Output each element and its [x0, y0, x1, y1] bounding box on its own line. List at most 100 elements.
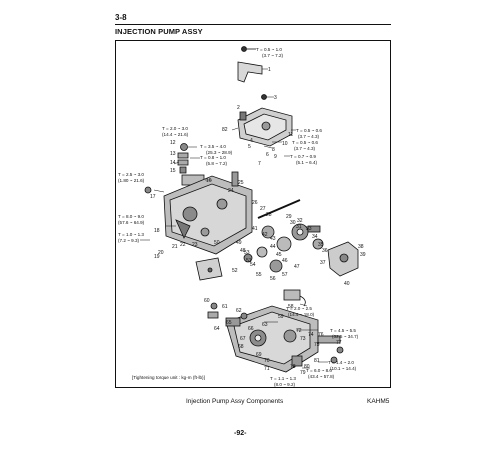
- torque-spec-ftlb: (32.5 ~ 34.7): [332, 334, 359, 339]
- part-label: 47: [294, 264, 300, 270]
- torque-spec-ftlb: (3.7 ~ 4.3): [294, 146, 316, 151]
- part-label: 7: [258, 161, 261, 167]
- part-label: 45: [276, 252, 282, 258]
- part-label: 24: [228, 188, 234, 194]
- part-label: 15: [170, 168, 176, 174]
- part-label: 36: [322, 248, 328, 254]
- part-label: 37: [320, 260, 326, 266]
- part-label: 58: [288, 304, 294, 310]
- torque-spec: T = 1.4 ~ 2.0: [328, 360, 354, 365]
- part-label: 13: [170, 151, 176, 157]
- part-label: 39: [360, 252, 366, 258]
- part-label: 20: [158, 250, 164, 256]
- figure-caption: Injection Pump Assy Components: [186, 398, 284, 405]
- part-label: 67: [240, 336, 246, 342]
- part-label: 80: [304, 364, 310, 370]
- part-label: 60: [204, 298, 210, 304]
- torque-spec-ftlb: (25.3 ~ 28.9): [206, 150, 233, 155]
- part-label: 76: [318, 332, 324, 338]
- torque-spec: T = 0.5 ~ 0.6: [296, 128, 322, 133]
- part-label: 26: [252, 200, 258, 206]
- part-label: 61: [222, 304, 228, 310]
- torque-spec: T = 2.5 ~ 3.0: [118, 172, 144, 177]
- torque-spec-ftlb: (1.80 ~ 21.6): [118, 178, 145, 183]
- part-label: 79: [300, 370, 306, 376]
- figure-code: KAHM5: [367, 398, 390, 405]
- part-label: 42: [262, 232, 268, 238]
- torque-unit-note: [Tightening torque unit : kg-m (ft-lb)]: [132, 375, 205, 380]
- part-label: 5: [248, 144, 251, 150]
- part-label: 1: [268, 67, 271, 73]
- part-label: 49: [236, 240, 242, 246]
- part-label: 32: [297, 218, 303, 224]
- part-label: 41: [252, 226, 258, 232]
- component-drawings: [144, 46, 359, 373]
- torque-spec: T = 2.0 ~ 3.0: [162, 126, 188, 131]
- part-label: 77: [336, 340, 342, 346]
- part-label: 53: [244, 250, 250, 256]
- part-label: 33: [306, 226, 312, 232]
- torque-spec-ftlb: (7.2 ~ 9.3): [118, 238, 140, 243]
- part-label: 19: [154, 254, 160, 260]
- torque-spec-ftlb: (14.4 ~ 18.0): [288, 312, 315, 317]
- section-number: 3-8: [115, 13, 127, 22]
- diagram-frame: [115, 40, 391, 388]
- part-label: 63: [262, 322, 268, 328]
- part-label: 4: [250, 138, 253, 144]
- part-label: 22: [180, 242, 186, 248]
- torque-specs: T = 0.5 ~ 1.0 (3.7 ~ 7.2) T = 2.0 ~ 3.0 …: [118, 47, 359, 387]
- part-label: 68: [238, 344, 244, 350]
- torque-spec-ftlb: (3.7 ~ 4.3): [298, 134, 320, 139]
- leader-lines: [140, 68, 328, 369]
- part-label: 57: [282, 272, 288, 278]
- part-label: 64: [214, 326, 220, 332]
- torque-spec-ftlb: (5.1 ~ 6.4): [296, 160, 318, 165]
- part-label: 46: [282, 258, 288, 264]
- part-label: 10: [282, 141, 288, 147]
- torque-spec: T = 0.7 ~ 0.9: [290, 154, 316, 159]
- part-label: 66: [248, 326, 254, 332]
- part-label: 25: [238, 180, 244, 186]
- torque-spec: T = 2.0 ~ 2.5: [286, 306, 312, 311]
- part-label: 34: [312, 234, 318, 240]
- part-label: 38: [358, 244, 364, 250]
- part-label: 6: [266, 152, 269, 158]
- part-label: 59: [278, 314, 284, 320]
- part-label: 2: [237, 105, 240, 111]
- torque-spec: T = 1.1 ~ 1.3: [270, 376, 296, 381]
- part-label: 43: [270, 236, 276, 242]
- part-label: 12: [170, 140, 176, 146]
- torque-spec: T = 0.5 ~ 0.6: [292, 140, 318, 145]
- part-label: 14: [170, 160, 176, 166]
- torque-spec-ftlb: (5.8 ~ 7.2): [206, 161, 228, 166]
- torque-spec: T = 8.0 ~ 9.0: [118, 214, 144, 219]
- torque-spec: T = 1.0 ~ 1.3: [118, 232, 144, 237]
- part-label: 11: [288, 132, 293, 138]
- part-label: 21: [172, 244, 178, 250]
- part-label: 29: [286, 214, 292, 220]
- header-rule: [115, 24, 391, 25]
- part-label: 54: [250, 262, 256, 268]
- torque-spec-ftlb: (3.7 ~ 7.2): [262, 53, 284, 58]
- part-label: 55: [256, 272, 262, 278]
- part-label: 81: [314, 358, 320, 364]
- torque-spec-ftlb: (10.1 ~ 14.4): [330, 366, 357, 371]
- torque-spec-ftlb: (14.4 ~ 21.6): [162, 132, 189, 137]
- torque-spec-ftlb: (57.6 ~ 64.9): [118, 220, 145, 225]
- part-label: 73: [300, 336, 306, 342]
- part-label: 40: [344, 281, 350, 287]
- part-label: 52: [232, 268, 238, 274]
- torque-spec-ftlb: (8.0 ~ 9.2): [274, 382, 296, 387]
- part-label: 31: [296, 224, 302, 230]
- part-label: 70: [264, 358, 270, 364]
- torque-spec: T = 0.5 ~ 1.0: [256, 47, 282, 52]
- part-label: 75: [314, 342, 320, 348]
- part-label: 51: [246, 258, 252, 264]
- torque-spec-ftlb: (43.4 ~ 57.8): [308, 374, 335, 379]
- part-label: 23: [192, 242, 198, 248]
- torque-spec: T = 0.8 ~ 1.0: [200, 155, 226, 160]
- part-label: 8: [272, 147, 275, 153]
- part-label: 65: [226, 320, 232, 326]
- part-label: 62: [236, 308, 242, 314]
- part-label: 28: [266, 212, 272, 218]
